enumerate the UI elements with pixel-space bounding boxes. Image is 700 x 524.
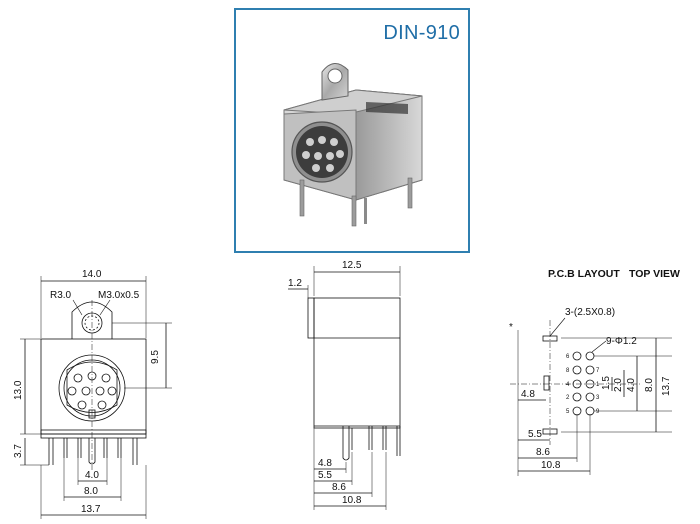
dim-width-bottom: 13.7 <box>81 504 101 515</box>
product-photo-frame: DIN-910 <box>234 8 470 253</box>
dim-side-c: 8.6 <box>332 482 346 493</box>
top-view-title: TOP VIEW <box>629 268 680 280</box>
dim-round-holes: 9-Φ1.2 <box>606 336 637 347</box>
model-label: DIN-910 <box>383 22 460 44</box>
dim-pcb-2-0: 2.0 <box>613 378 624 392</box>
dim-height-total: 13.0 <box>13 380 24 400</box>
dim-pcb-8-6: 8.6 <box>536 447 550 458</box>
pin-number: 7 <box>596 368 600 374</box>
dim-pcb-5-5: 5.5 <box>528 429 542 440</box>
dim-slot-holes: 3-(2.5X0.8) <box>565 307 615 318</box>
dim-depth: 12.5 <box>342 260 362 271</box>
pin-number: 5 <box>566 409 570 415</box>
dim-pin-span-outer: 8.0 <box>84 486 98 497</box>
dim-side-a: 4.8 <box>318 458 332 469</box>
dim-pcb-4-0: 4.0 <box>626 378 637 392</box>
side-view <box>288 266 401 510</box>
dim-pcb-4-8: 4.8 <box>521 389 535 400</box>
dim-pin-length: 3.7 <box>13 444 24 458</box>
pin-number: 8 <box>566 368 570 374</box>
pin-number: 6 <box>566 354 570 360</box>
pin-number: 9 <box>596 409 600 415</box>
dim-pcb-1-5: 1.5 <box>601 376 612 390</box>
slot-hole <box>543 375 550 391</box>
dim-radius: R3.0 <box>50 290 72 301</box>
pin-number: 2 <box>566 395 570 401</box>
pin-number: 1 <box>596 382 600 388</box>
dim-pcb-13-7: 13.7 <box>661 376 672 396</box>
dim-pcb-10-8: 10.8 <box>541 460 561 471</box>
dim-side-b: 5.5 <box>318 470 332 481</box>
dim-height-upper: 9.5 <box>150 350 161 364</box>
pcb-layout-title: P.C.B LAYOUT <box>548 268 620 280</box>
dim-side-d: 10.8 <box>342 495 362 506</box>
dim-flange: 1.2 <box>288 278 302 289</box>
front-view <box>20 276 172 519</box>
dim-thread: M3.0x0.5 <box>98 290 140 301</box>
dim-pcb-8-0: 8.0 <box>644 378 655 392</box>
dim-pin-span-inner: 4.0 <box>85 470 99 481</box>
asterisk-mark: * <box>509 322 513 333</box>
connector-photo <box>283 63 423 227</box>
dim-width-top: 14.0 <box>82 269 102 280</box>
pcb-layout <box>510 317 672 476</box>
pin-number: 4 <box>566 382 570 388</box>
pin-number: 3 <box>596 395 600 401</box>
